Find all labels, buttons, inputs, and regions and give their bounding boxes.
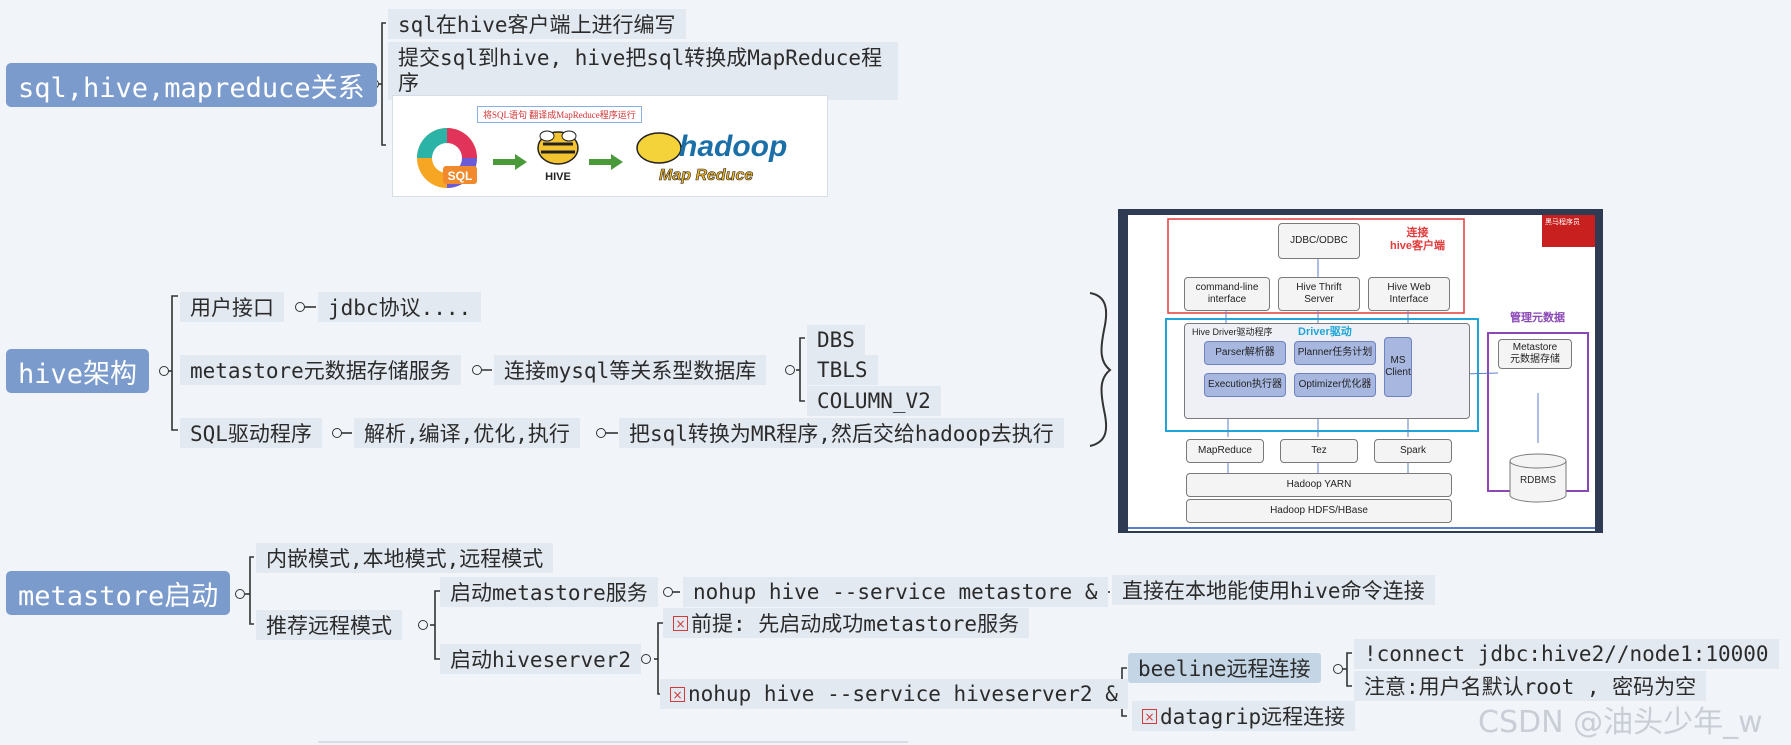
- arch-manage-metadata-label: 管理元数据: [1510, 312, 1565, 324]
- connector-dot[interactable]: [641, 654, 651, 664]
- arch-driver-box: [1184, 323, 1470, 419]
- connector-dot[interactable]: [472, 365, 482, 375]
- cross-icon: ×: [673, 615, 688, 631]
- node-modes[interactable]: 内嵌模式,本地模式,远程模式: [256, 543, 554, 573]
- node-nohup-hiveserver2[interactable]: ×nohup hive --service hiveserver2 &: [660, 679, 1128, 709]
- node-start-hiveserver2[interactable]: 启动hiveserver2: [440, 644, 642, 674]
- node-sql-driver[interactable]: SQL驱动程序: [180, 418, 322, 448]
- arch-driver-label: Driver驱动: [1298, 326, 1352, 338]
- root-sql-hive-mapreduce[interactable]: sql,hive,mapreduce关系: [6, 63, 377, 107]
- mapreduce-label: Map Reduce: [659, 167, 753, 184]
- watermark: CSDN @油头少年_w: [1478, 705, 1763, 740]
- node-recommend-remote[interactable]: 推荐远程模式: [256, 610, 402, 640]
- image-caption: 将SQL语句 翻译成MapReduce程序运行: [477, 106, 642, 123]
- node-sql-client[interactable]: sql在hive客户端上进行编写: [388, 9, 686, 39]
- arch-hadoop-yarn: Hadoop YARN: [1186, 473, 1452, 497]
- node-jdbc-protocol[interactable]: jdbc协议....: [318, 292, 482, 322]
- node-beeline[interactable]: beeline远程连接: [1128, 653, 1321, 683]
- node-nohup-metastore[interactable]: nohup hive --service metastore &: [683, 577, 1108, 607]
- arch-rdbms: RDBMS: [1519, 475, 1557, 486]
- node-column-v2[interactable]: COLUMN_V2: [807, 386, 941, 416]
- connector-dot[interactable]: [1333, 664, 1343, 674]
- arch-connect-client-label: 连接 hive客户端: [1390, 227, 1446, 252]
- node-submit-sql[interactable]: 提交sql到hive, hive把sql转换成MapReduce程序: [388, 42, 898, 100]
- arch-mapreduce: MapReduce: [1186, 439, 1264, 463]
- node-sql-to-mr[interactable]: 把sql转换为MR程序,然后交给hadoop去执行: [619, 418, 1064, 448]
- hive-label: HIVE: [545, 171, 571, 183]
- hadoop-logo-icon: hadoop Map Reduce: [636, 130, 787, 184]
- node-direct-local[interactable]: 直接在本地能使用hive命令连接: [1112, 575, 1435, 605]
- arch-execution: Execution执行器: [1204, 373, 1286, 397]
- root-metastore-start[interactable]: metastore启动: [6, 571, 231, 615]
- connector-dot[interactable]: [418, 620, 428, 630]
- connector-dot[interactable]: [159, 366, 169, 376]
- arch-tez: Tez: [1280, 439, 1358, 463]
- connector-dot[interactable]: [332, 428, 342, 438]
- arch-parser: Parser解析器: [1204, 341, 1286, 365]
- arch-ms-client: MS Client: [1384, 337, 1412, 397]
- node-start-metastore[interactable]: 启动metastore服务: [440, 577, 658, 607]
- node-datagrip-text: datagrip远程连接: [1160, 705, 1346, 729]
- sql-logo-icon: SQL: [417, 128, 477, 188]
- sql-label: SQL: [448, 169, 473, 183]
- node-note-user[interactable]: 注意:用户名默认root , 密码为空: [1354, 671, 1707, 701]
- cross-icon: ×: [670, 686, 685, 702]
- node-connect-mysql[interactable]: 连接mysql等关系型数据库: [494, 355, 767, 385]
- node-nohup-hiveserver2-text: nohup hive --service hiveserver2 &: [688, 682, 1118, 706]
- connector-dot[interactable]: [785, 365, 795, 375]
- arch-metastore: Metastore 元数据存储: [1498, 339, 1572, 369]
- cross-icon: ×: [1142, 708, 1157, 724]
- arch-thrift-server: Hive Thrift Server: [1278, 277, 1360, 311]
- node-datagrip[interactable]: ×datagrip远程连接: [1132, 701, 1356, 731]
- node-tbls[interactable]: TBLS: [807, 355, 878, 385]
- arch-jdbc-odbc: JDBC/ODBC: [1278, 223, 1360, 259]
- database-icon: [1509, 453, 1567, 503]
- brand-logo: 黑马程序员: [1542, 215, 1595, 247]
- arch-optimizer: Optimizer优化器: [1294, 373, 1376, 397]
- hadoop-label: hadoop: [679, 130, 787, 163]
- node-connect-jdbc[interactable]: !connect jdbc:hive2//node1:10000: [1354, 639, 1779, 669]
- arch-hadoop-hdfs: Hadoop HDFS/HBase: [1186, 499, 1452, 523]
- hive-architecture-diagram: JDBC/ODBC 连接 hive客户端 command-line interf…: [1118, 209, 1603, 533]
- arch-web-interface: Hive Web Interface: [1368, 277, 1450, 311]
- arch-planner: Planner任务计划: [1294, 341, 1376, 365]
- root-hive-architecture[interactable]: hive架构: [6, 349, 150, 393]
- arch-hive-driver-label: Hive Driver驱动程序: [1192, 327, 1273, 337]
- arch-command-line: command-line interface: [1184, 277, 1270, 311]
- connector-dot[interactable]: [596, 428, 606, 438]
- connector-dot[interactable]: [295, 302, 305, 312]
- hive-bee-icon: HIVE: [537, 130, 579, 183]
- node-user-interface[interactable]: 用户接口: [180, 292, 284, 322]
- arrow-icon: [493, 154, 527, 170]
- node-dbs[interactable]: DBS: [807, 325, 865, 355]
- node-metastore-service[interactable]: metastore元数据存储服务: [180, 355, 461, 385]
- connector-dot[interactable]: [235, 589, 245, 599]
- sql-hive-hadoop-image: 将SQL语句 翻译成MapReduce程序运行 SQL HIVE hadoop …: [392, 95, 828, 197]
- connector-dot[interactable]: [663, 587, 673, 597]
- arch-spark: Spark: [1374, 439, 1452, 463]
- node-parse-compile[interactable]: 解析,编译,优化,执行: [354, 418, 580, 448]
- node-prerequisite[interactable]: ×前提: 先启动成功metastore服务: [663, 608, 1030, 638]
- arrow-icon: [589, 154, 623, 170]
- node-prerequisite-text: 前提: 先启动成功metastore服务: [691, 612, 1020, 636]
